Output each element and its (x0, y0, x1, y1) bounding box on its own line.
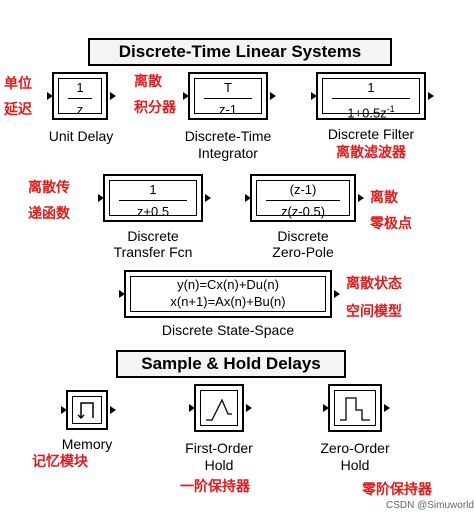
dt-integrator-label-1: Discrete-Time (184, 128, 272, 144)
first-order-hold-note: 一阶保持器 (180, 478, 250, 494)
dt-integrator-output-port (270, 92, 276, 100)
transfer-fcn-note-2: 递函数 (28, 205, 70, 221)
discrete-filter-fraction: 1 1+0.5z-1 (324, 80, 418, 120)
dt-integrator-block[interactable]: T z-1 (188, 72, 268, 120)
state-space-eq-2: x(n+1)=Ax(n)+Bu(n) (170, 294, 286, 309)
zero-pole-label-2: Zero-Pole (272, 244, 334, 260)
state-space-block[interactable]: y(n)=Cx(n)+Du(n) x(n+1)=Ax(n)+Bu(n) (124, 270, 332, 318)
zero-pole-output-port (358, 194, 364, 202)
first-order-hold-label-2: Hold (204, 457, 234, 473)
transfer-fcn-input-port (98, 194, 104, 202)
transfer-fcn-output-port (205, 194, 211, 202)
zero-order-hold-block[interactable] (328, 384, 382, 432)
discrete-filter-label: Discrete Filter (327, 126, 415, 142)
zero-pole-label-1: Discrete (277, 228, 329, 244)
memory-output-port (110, 406, 116, 414)
zero-pole-fraction: (z-1) z(z-0.5) (258, 182, 348, 219)
state-space-output-port (334, 290, 340, 298)
memory-block[interactable] (66, 390, 108, 430)
memory-input-port (61, 406, 67, 414)
dt-integrator-fraction: T z-1 (196, 80, 260, 117)
zero-order-hold-icon (340, 397, 370, 421)
unit-delay-input-port (47, 92, 53, 100)
zero-order-hold-output-port (384, 404, 390, 412)
unit-delay-output-port (110, 92, 116, 100)
first-order-hold-output-port (246, 404, 252, 412)
memory-note: 记忆模块 (32, 453, 88, 469)
transfer-fcn-fraction: 1 z+0.5 (111, 182, 195, 219)
state-space-input-port (119, 290, 125, 298)
unit-delay-note-1: 单位 (4, 75, 32, 91)
discrete-filter-den-exp: -1 (386, 104, 395, 114)
first-order-hold-input-port (189, 404, 195, 412)
zero-order-hold-input-port (323, 404, 329, 412)
zero-order-hold-note: 零阶保持器 (362, 481, 432, 497)
watermark: CSDN @Simuworld (386, 500, 474, 511)
discrete-filter-input-port (311, 92, 317, 100)
state-space-note-2: 空间模型 (346, 303, 402, 319)
unit-delay-block[interactable]: 1 z (52, 72, 108, 120)
unit-delay-note-2: 延迟 (4, 101, 32, 117)
zero-order-hold-label-2: Hold (340, 457, 370, 473)
section-title-sample-hold: Sample & Hold Delays (116, 350, 346, 378)
discrete-filter-block[interactable]: 1 1+0.5z-1 (316, 72, 426, 120)
dt-integrator-note-1: 离散 (134, 73, 162, 89)
memory-label: Memory (61, 436, 113, 452)
state-space-label: Discrete State-Space (161, 322, 295, 338)
first-order-hold-block[interactable] (194, 384, 244, 432)
discrete-filter-note: 离散滤波器 (336, 144, 406, 160)
zero-pole-note-2: 零极点 (370, 215, 412, 231)
first-order-hold-icon (206, 398, 232, 421)
unit-delay-label: Unit Delay (48, 128, 114, 144)
transfer-fcn-block[interactable]: 1 z+0.5 (103, 174, 203, 222)
memory-icon (77, 402, 94, 420)
zero-pole-note-1: 离散 (370, 189, 398, 205)
state-space-eq-1: y(n)=Cx(n)+Du(n) (177, 277, 279, 292)
transfer-fcn-label-2: Transfer Fcn (113, 244, 193, 260)
dt-integrator-label-2: Integrator (198, 145, 258, 161)
first-order-hold-label-1: First-Order (185, 440, 253, 456)
discrete-filter-output-port (428, 92, 434, 100)
section-title-discrete: Discrete-Time Linear Systems (88, 38, 392, 66)
unit-delay-fraction: 1 z (60, 80, 100, 117)
zero-pole-input-port (245, 194, 251, 202)
zero-pole-block[interactable]: (z-1) z(z-0.5) (250, 174, 356, 222)
transfer-fcn-note-1: 离散传 (28, 179, 70, 195)
discrete-filter-den: 1+0.5z (347, 105, 387, 121)
state-space-note-1: 离散状态 (346, 275, 402, 291)
dt-integrator-input-port (183, 92, 189, 100)
dt-integrator-note-2: 积分器 (134, 99, 176, 115)
transfer-fcn-label-1: Discrete (127, 228, 179, 244)
zero-order-hold-label-1: Zero-Order (320, 440, 390, 456)
